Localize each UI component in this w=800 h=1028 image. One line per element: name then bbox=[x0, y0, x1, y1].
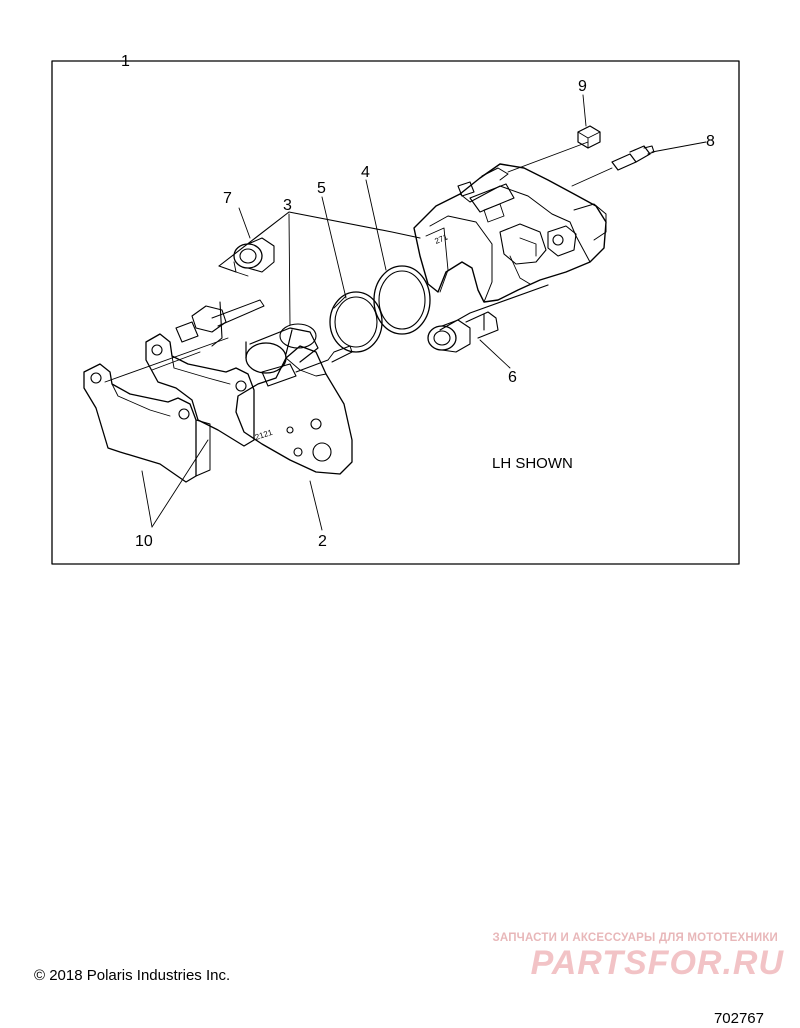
boot-seal bbox=[233, 237, 275, 277]
brake-pad-outer bbox=[83, 363, 211, 483]
brake-pad-inner bbox=[145, 333, 255, 447]
watermark-logo: PARTSFOR.RU bbox=[530, 944, 784, 982]
callout-8: 8 bbox=[706, 133, 715, 150]
callout-1: 1 bbox=[121, 53, 130, 70]
callout-4: 4 bbox=[361, 164, 370, 181]
pad-pin bbox=[175, 299, 265, 347]
bleeder-cap bbox=[577, 125, 601, 149]
piston-seal bbox=[373, 265, 431, 335]
callout-labels: 1 9 8 4 5 7 3 6 10 2 LH SHOWN bbox=[121, 53, 715, 550]
piston bbox=[245, 323, 319, 374]
bleeder-valve bbox=[611, 145, 655, 171]
bracket-mark: 2121 bbox=[254, 428, 274, 442]
callout-9: 9 bbox=[578, 78, 587, 95]
drawing-number: 702767 bbox=[713, 1010, 764, 1027]
assembly-outline-lines bbox=[123, 60, 549, 331]
callout-7: 7 bbox=[223, 190, 232, 207]
caliper-bracket: 2121 bbox=[235, 345, 353, 475]
leader-lines bbox=[141, 94, 707, 531]
caliper-housing: 271 bbox=[413, 163, 607, 303]
slide-pin bbox=[427, 311, 499, 353]
callout-10: 10 bbox=[135, 533, 153, 550]
callout-5: 5 bbox=[317, 180, 326, 197]
caliper-mark: 271 bbox=[433, 232, 449, 246]
callout-3: 3 bbox=[283, 197, 292, 214]
watermark-tagline: ЗАПЧАСТИ И АКСЕССУАРЫ ДЛЯ МОТОТЕХНИКИ bbox=[492, 932, 778, 944]
diagram-frame bbox=[51, 60, 740, 565]
copyright-text: © 2018 Polaris Industries Inc. bbox=[34, 967, 231, 984]
dust-seal bbox=[329, 291, 383, 353]
lh-shown-note: LH SHOWN bbox=[492, 455, 573, 472]
callout-6: 6 bbox=[508, 369, 517, 386]
callout-2: 2 bbox=[318, 533, 327, 550]
